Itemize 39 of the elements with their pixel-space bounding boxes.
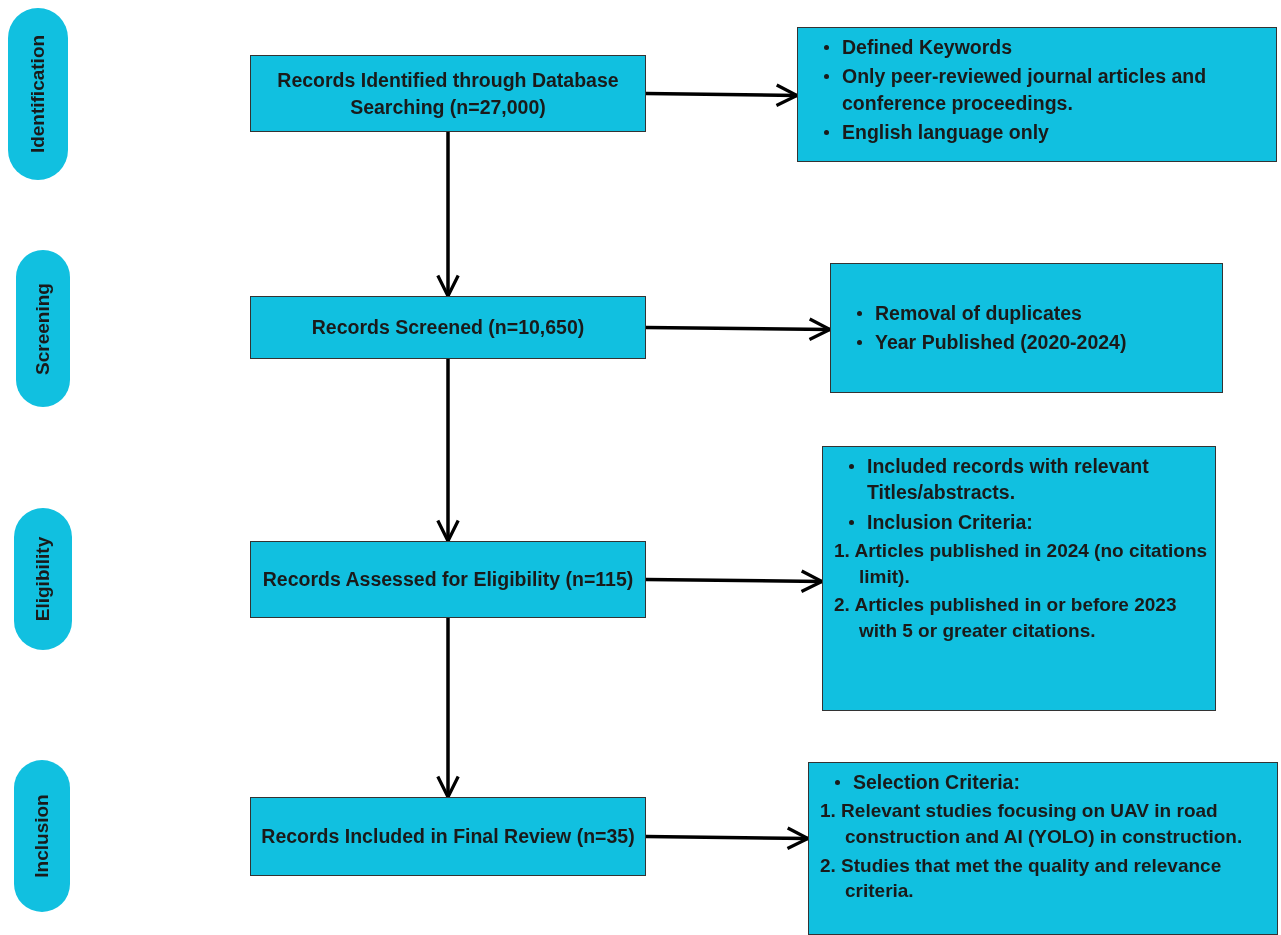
process-box	[250, 55, 646, 132]
stage-label-pill	[14, 760, 70, 912]
bullet-item: Year Published (2020-2024)	[837, 329, 1216, 356]
numbered-item: 2. Articles published in or before 2023 with 5 or greater citations.	[833, 593, 1178, 643]
bullet-item: Inclusion Criteria:	[829, 508, 1209, 535]
box-text: Records Identified through Database Searching (n=27,000)	[276, 68, 620, 120]
box-text: Records Assessed for Eligibility (n=115)	[262, 567, 634, 593]
arrow	[645, 83, 799, 108]
bullet-item: Removal of duplicates	[837, 300, 1216, 327]
bullet-item: Defined Keywords	[804, 34, 1270, 61]
arrow	[436, 132, 460, 298]
numbered-item: 1. Articles published in 2024 (no citations limit).	[833, 538, 1209, 589]
bullet-item: Only peer-reviewed journal articles and conference proceedings.	[804, 63, 1270, 116]
box-text: Records Included in Final Review (n=35)	[261, 824, 635, 850]
process-box	[250, 296, 646, 359]
bullet-item: Included records with relevant Titles/abstracts.	[829, 453, 1209, 506]
process-box	[250, 541, 646, 618]
stage-label: Inclusion	[31, 794, 53, 878]
criteria-box	[830, 263, 1223, 393]
arrow	[646, 569, 824, 594]
stage-label-pill	[16, 250, 70, 407]
stage-label-pill	[8, 8, 68, 180]
process-box	[250, 797, 646, 876]
stage-label-pill	[14, 508, 72, 650]
box-text: Records Screened (n=10,650)	[311, 315, 585, 341]
arrow	[645, 826, 810, 851]
numbered-item: 1. Relevant studies focusing on UAV in road construction and AI (YOLO) in construction.	[819, 799, 1244, 849]
arrow	[436, 359, 460, 543]
arrow	[646, 317, 832, 342]
arrow	[436, 618, 460, 799]
criteria-box	[797, 27, 1277, 162]
bullet-item: Selection Criteria:	[815, 769, 1271, 796]
criteria-box	[808, 762, 1278, 935]
criteria-box	[822, 446, 1216, 711]
bullet-item: English language only	[804, 118, 1270, 146]
numbered-item: 2. Studies that met the quality and relevance criteria.	[819, 853, 1223, 904]
stage-label: Eligibility	[32, 536, 54, 622]
stage-label: Screening	[32, 282, 54, 375]
stage-label: Identification	[27, 34, 49, 154]
